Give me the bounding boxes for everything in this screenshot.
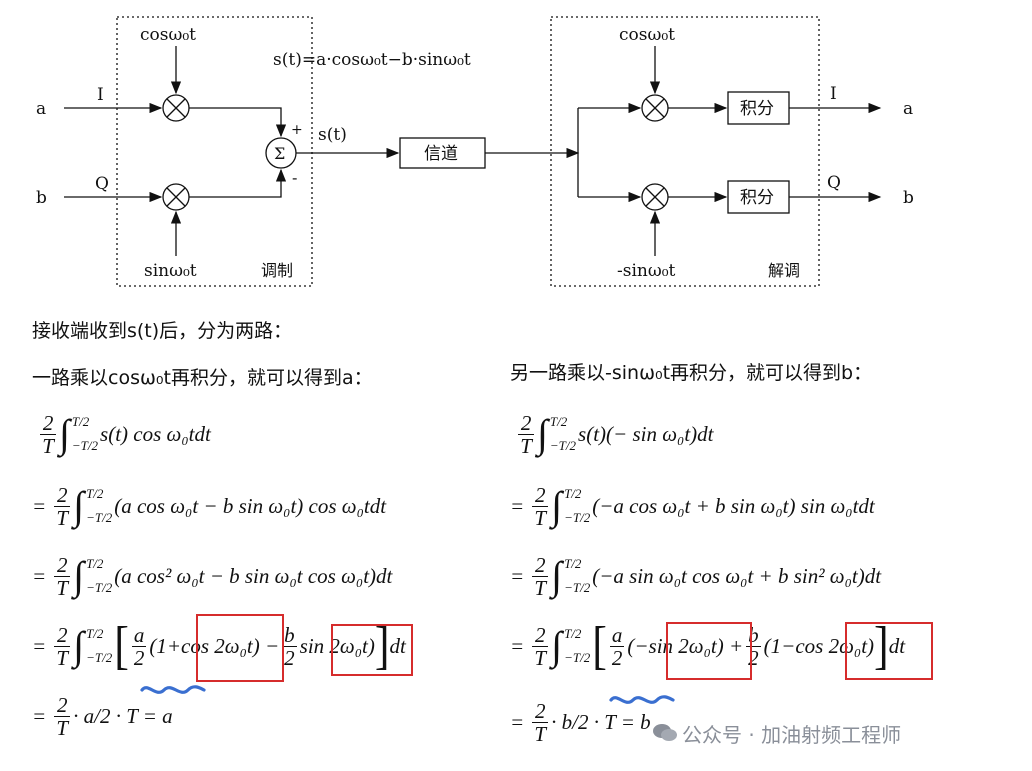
watermark-text: 公众号 · 加油射频工程师: [682, 723, 902, 747]
minus-sign: -: [292, 168, 297, 187]
demod-cos-label: cosω₀t: [619, 25, 675, 45]
squiggle-left: [140, 685, 206, 694]
label-q-in: Q: [95, 174, 109, 194]
label-i-in: I: [97, 85, 104, 105]
highlight-box-cos2-left: [196, 614, 284, 682]
input-b: b: [36, 188, 47, 208]
highlight-box-cos2-right: [845, 622, 933, 680]
highlight-box-sin2-left: [331, 624, 413, 676]
highlight-box-sin2-right: [666, 622, 752, 680]
input-a: a: [36, 99, 46, 119]
modulator-frame: [116, 16, 313, 287]
demod-block-label: 解调: [768, 261, 800, 280]
integrator-i-label: 积分: [740, 99, 774, 119]
signal-equation: s(t)=a·cosω₀t−b·sinω₀t: [273, 50, 471, 70]
output-b: b: [903, 188, 914, 208]
mod-block-label: 调制: [261, 261, 293, 280]
block-diagram: cosω₀t sinω₀t s(t)=a·cosω₀t−b·sinω₀t a b…: [36, 16, 914, 287]
demodulator-frame: [550, 16, 820, 287]
squiggle-right: [609, 695, 675, 704]
demod-sin-label: -sinω₀t: [617, 261, 676, 281]
output-a: a: [903, 99, 913, 119]
label-i-out: I: [830, 84, 837, 104]
plus-sign: +: [291, 122, 303, 138]
sigma-symbol: Σ: [274, 144, 285, 163]
integrator-q-label: 积分: [740, 188, 774, 208]
st-label: s(t): [318, 125, 347, 145]
wechat-icon: [653, 724, 677, 741]
label-q-out: Q: [827, 173, 841, 193]
mod-cos-label: cosω₀t: [140, 25, 196, 45]
right-heading: 另一路乘以-sinω₀t再积分，就可以得到b：: [510, 362, 873, 384]
mod-sin-label: sinω₀t: [144, 261, 197, 281]
channel-label: 信道: [424, 144, 458, 164]
intro-text: 接收端收到s(t)后，分为两路：: [32, 320, 293, 342]
left-heading: 一路乘以cosω₀t再积分，就可以得到a：: [32, 367, 373, 389]
